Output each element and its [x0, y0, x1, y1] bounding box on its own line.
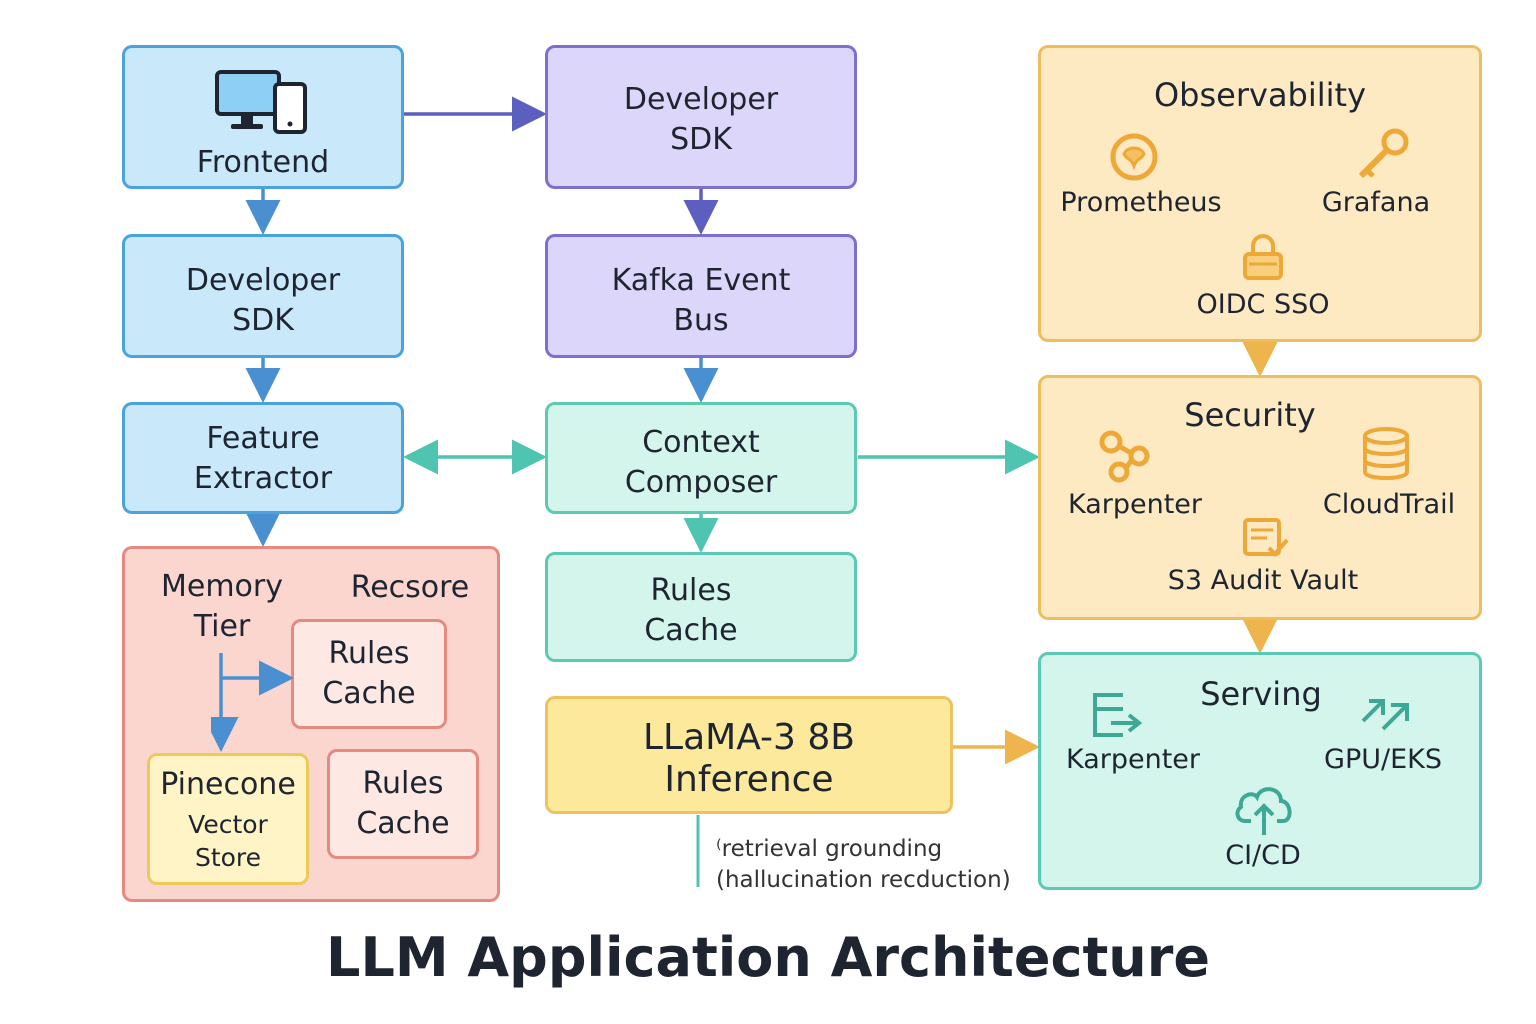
s3-audit-label: S3 Audit Vault	[1167, 565, 1359, 596]
rules-cache-top-box: Rules Cache	[291, 619, 447, 729]
oidc-label: OIDC SSO	[1196, 289, 1330, 320]
llama-box: LLaMA-3 8B Inference	[545, 696, 953, 814]
gpu-eks-label: GPU/EKS	[1324, 744, 1442, 775]
context-composer-label: Context Composer	[624, 425, 778, 500]
serving-title: Serving	[1200, 675, 1322, 713]
context-composer-box: Context Composer	[545, 402, 857, 514]
kafka-label: Kafka Event Bus	[611, 263, 791, 338]
rules-cache-top-label: Rules Cache	[322, 636, 416, 711]
serving-karpenter-label: Karpenter	[1065, 744, 1201, 775]
pinecone-title: Pinecone	[160, 767, 296, 802]
frontend-label: Frontend	[196, 145, 330, 180]
memory-branch-arrows	[211, 653, 294, 752]
grafana-label: Grafana	[1321, 187, 1431, 218]
serving-box: Serving Karpenter GPU/EKS CI/CD	[1038, 652, 1482, 890]
security-box: Security Karpenter CloudTrail S3 Audit V…	[1038, 375, 1482, 620]
kafka-box: Kafka Event Bus	[545, 234, 857, 358]
cloud-upload-icon	[1235, 787, 1292, 835]
grounding-note: ⁽retrieval grounding (hallucination recd…	[716, 836, 1011, 893]
memory-tier-title: Memory Tier	[160, 569, 283, 644]
database-icon	[1363, 427, 1409, 480]
pinecone-subtitle: Vector Store	[188, 810, 268, 872]
rules-cache-mid-label: Rules Cache	[644, 573, 738, 648]
developer-sdk-mid-box: Developer SDK	[545, 45, 857, 189]
prometheus-icon	[1110, 133, 1158, 181]
audit-icon	[1243, 518, 1289, 557]
developer-sdk-mid-label: Developer SDK	[623, 82, 779, 157]
feature-extractor-box: Feature Extractor	[122, 402, 404, 514]
security-karpenter-label: Karpenter	[1067, 489, 1203, 520]
devices-icon	[215, 70, 307, 134]
scale-arrows-icon	[1361, 699, 1409, 731]
developer-sdk-left-label: Developer SDK	[185, 263, 341, 338]
security-title: Security	[1184, 396, 1316, 434]
key-icon	[1358, 128, 1409, 179]
feature-extractor-label: Feature Extractor	[193, 421, 333, 496]
llama-label: LLaMA-3 8B Inference	[642, 717, 855, 800]
developer-sdk-left-box: Developer SDK	[122, 234, 404, 358]
observability-title: Observability	[1153, 76, 1367, 114]
login-arrow-icon	[1093, 693, 1143, 737]
cicd-label: CI/CD	[1225, 840, 1301, 871]
recsore-label: Recsore	[350, 570, 470, 605]
prometheus-label: Prometheus	[1060, 187, 1222, 218]
cloudtrail-label: CloudTrail	[1322, 489, 1456, 520]
pinecone-box: Pinecone Vector Store	[147, 753, 309, 885]
memory-tier-box: Memory Tier Recsore Rules Cache Rules Ca…	[122, 546, 500, 902]
rules-cache-bottom-box: Rules Cache	[327, 749, 479, 859]
rules-cache-bottom-label: Rules Cache	[356, 766, 450, 841]
frontend-box: Frontend	[122, 45, 404, 189]
diagram-title: LLM Application Architecture	[326, 926, 1210, 989]
share-nodes-icon	[1099, 430, 1150, 483]
observability-box: Observability Prometheus Grafana OIDC SS…	[1038, 45, 1482, 342]
rules-cache-mid-box: Rules Cache	[545, 552, 857, 662]
lock-icon	[1243, 234, 1283, 280]
